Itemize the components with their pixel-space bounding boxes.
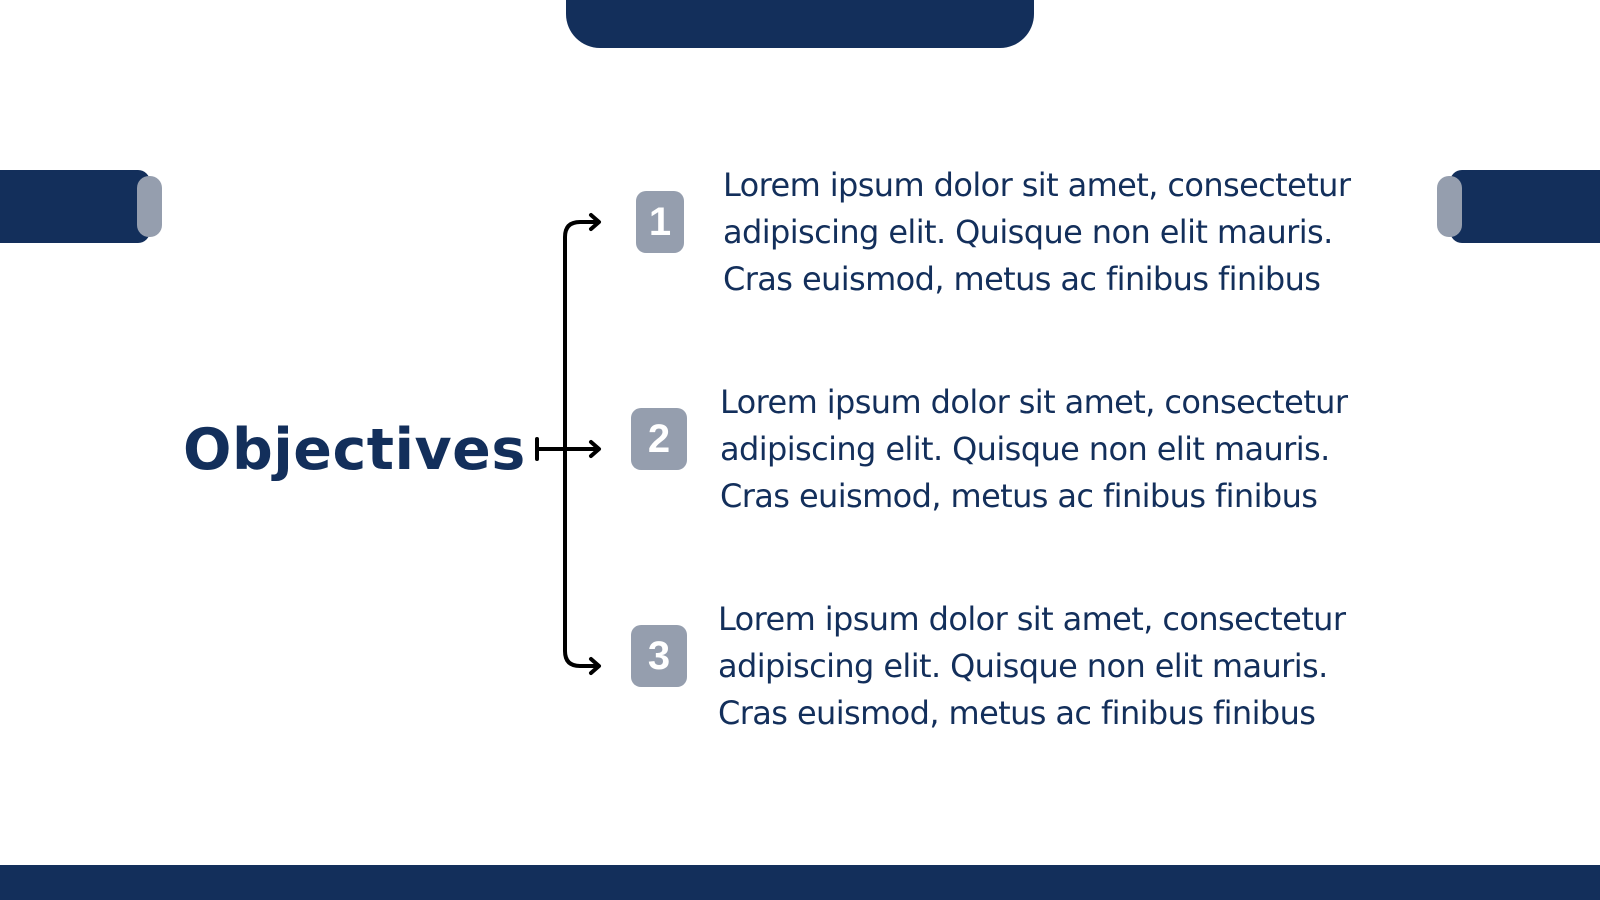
objective-3-line-2: adipiscing elit. Quisque non elit mauris… [718, 647, 1328, 685]
bracket-vertical-line [563, 220, 599, 668]
objective-2-line-3: Cras euismod, metus ac finibus finibus [720, 477, 1318, 515]
objective-number-badge-1: 1 [636, 191, 684, 253]
objective-1-line-2: adipiscing elit. Quisque non elit mauris… [723, 213, 1333, 251]
objective-text-1: Lorem ipsum dolor sit amet, consectetur … [723, 162, 1423, 303]
top-decorative-tab [566, 0, 1034, 48]
right-decorative-bar [1450, 170, 1600, 243]
objective-1-line-3: Cras euismod, metus ac finibus finibus [723, 260, 1321, 298]
objective-2-line-1: Lorem ipsum dolor sit amet, consectetur [720, 383, 1348, 421]
objective-number-badge-2: 2 [631, 408, 687, 470]
objective-2-line-2: adipiscing elit. Quisque non elit mauris… [720, 430, 1330, 468]
left-decorative-cap [137, 176, 162, 237]
objective-text-2: Lorem ipsum dolor sit amet, consectetur … [720, 379, 1420, 520]
slide-title: Objectives [183, 417, 526, 483]
arrowhead-2-icon [589, 440, 601, 458]
bottom-decorative-bar [0, 865, 1600, 900]
left-decorative-bar [0, 170, 150, 243]
bracket-arrow-connector [535, 213, 601, 675]
objective-text-3: Lorem ipsum dolor sit amet, consectetur … [718, 596, 1418, 737]
objective-number-badge-3: 3 [631, 625, 687, 687]
objective-1-line-1: Lorem ipsum dolor sit amet, consectetur [723, 166, 1351, 204]
arrowhead-3-icon [589, 657, 601, 675]
arrowhead-1-icon [589, 213, 601, 231]
right-decorative-cap [1437, 176, 1462, 237]
objective-3-line-3: Cras euismod, metus ac finibus finibus [718, 694, 1316, 732]
objective-3-line-1: Lorem ipsum dolor sit amet, consectetur [718, 600, 1346, 638]
